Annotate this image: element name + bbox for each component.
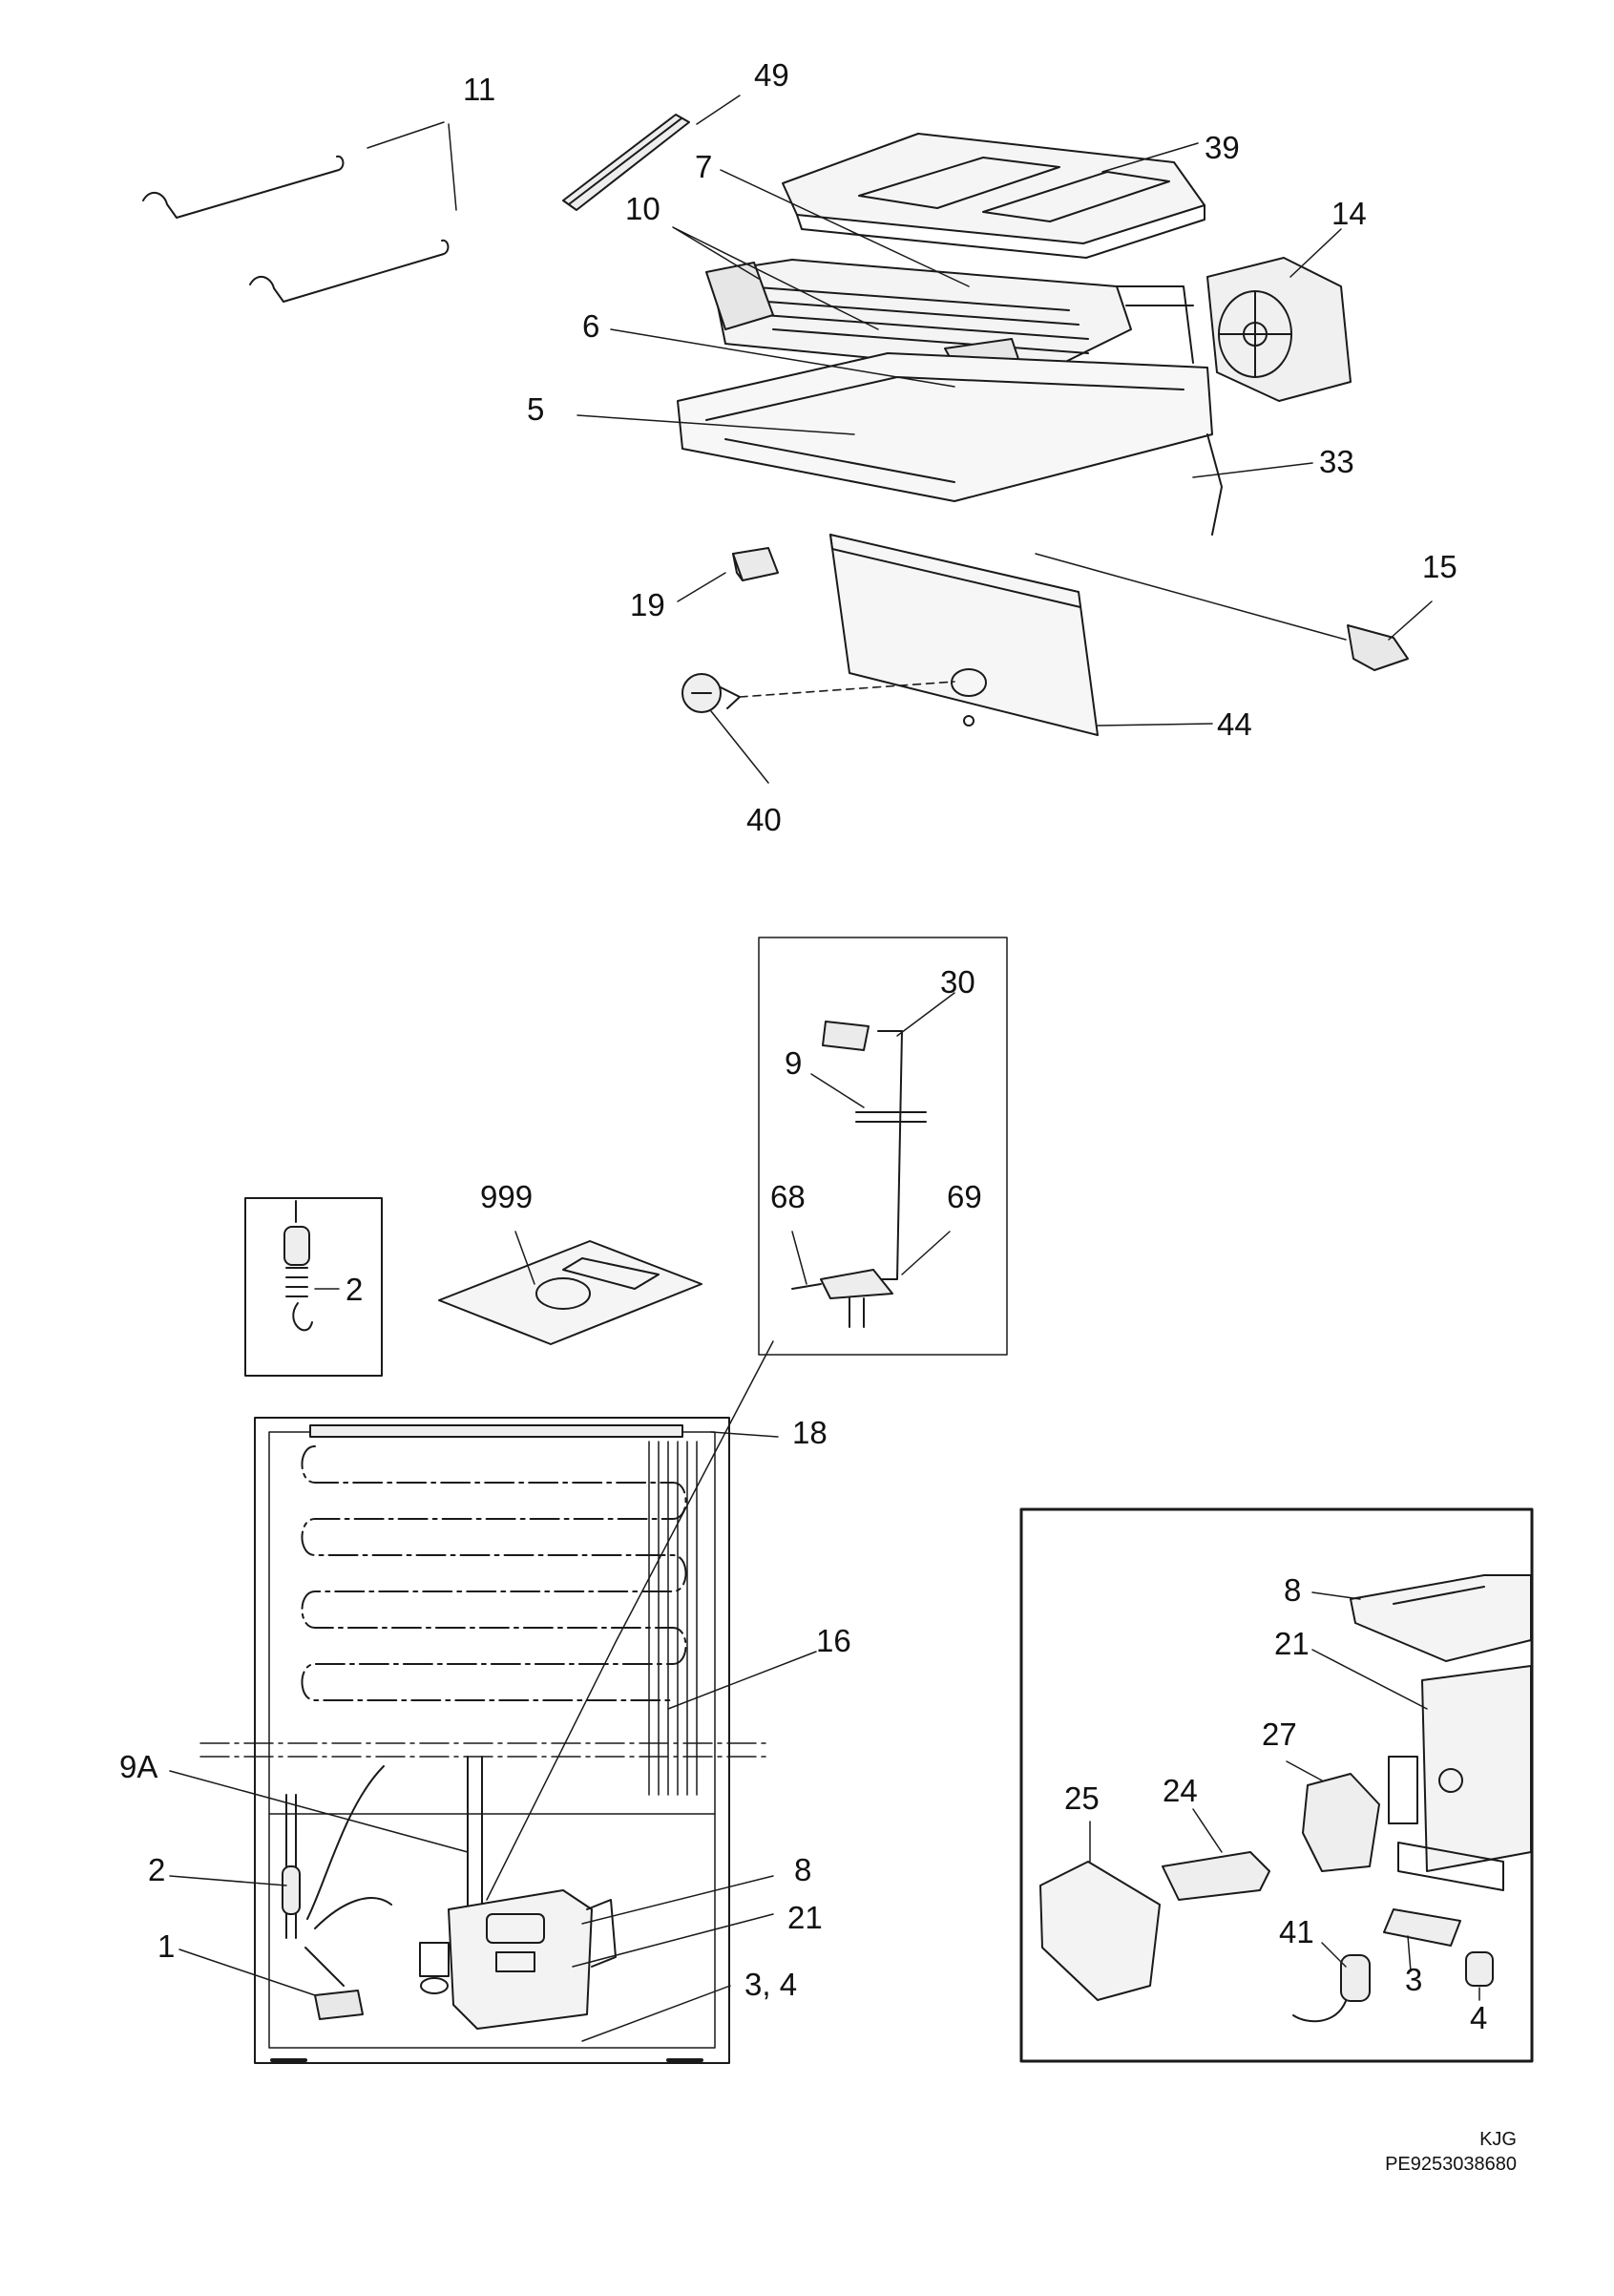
callout-9: 9 — [785, 1045, 802, 1081]
callout-11: 11 — [463, 72, 495, 107]
fan-motor-housing — [1206, 257, 1352, 402]
callout-10: 10 — [625, 191, 660, 226]
callout-8: 8 — [794, 1852, 811, 1887]
callout-30: 30 — [940, 964, 975, 1000]
drawing-code: KJG — [1479, 2129, 1517, 2150]
part-number: PE9253038680 — [1385, 2154, 1517, 2175]
refrigerator-cabinet-back — [199, 1417, 769, 2064]
inset-callout-4: 4 — [1470, 2000, 1487, 2035]
callout-9A: 9A — [119, 1749, 157, 1784]
thermostat-knob — [681, 673, 741, 713]
thermostat-inset-frame — [244, 1197, 383, 1377]
inset-callout-8: 8 — [1284, 1572, 1301, 1608]
door-seal-strip — [562, 114, 690, 211]
callout-1: 1 — [157, 1928, 175, 1964]
thermostat-sensor — [283, 1200, 313, 1332]
callout-labels: 11 49 39 7 10 14 6 5 33 15 19 44 40 30 9… — [119, 57, 1487, 2035]
inset-callout-41: 41 — [1279, 1914, 1314, 1949]
callout-6: 6 — [582, 308, 599, 344]
drain-plug-15 — [1347, 624, 1409, 671]
callout-7: 7 — [695, 149, 712, 184]
start-relay — [1302, 1773, 1380, 1872]
callout-21: 21 — [787, 1900, 823, 1935]
callout-16: 16 — [816, 1623, 851, 1658]
inset-drip-tray — [1350, 1574, 1532, 1662]
callout-3-4: 3, 4 — [744, 1967, 797, 2002]
callout-33: 33 — [1319, 444, 1354, 479]
callout-69: 69 — [947, 1179, 982, 1214]
mounting-clip — [1383, 1908, 1461, 1947]
relay-terminal-cover — [1039, 1861, 1161, 2001]
callout-68: 68 — [770, 1179, 806, 1214]
grommet — [1465, 1951, 1494, 1987]
callout-15: 15 — [1422, 549, 1457, 584]
knob-dashed-guide — [739, 681, 955, 698]
callout-5: 5 — [527, 391, 544, 427]
inset-callout-3: 3 — [1405, 1962, 1422, 1997]
capacitor — [1292, 1954, 1371, 2023]
callout-49: 49 — [754, 57, 789, 93]
callout-14: 14 — [1331, 196, 1367, 231]
shelf-wires — [142, 155, 450, 303]
thermostat-and-wiring — [282, 1765, 392, 2020]
callout-18: 18 — [792, 1415, 828, 1450]
inset-callout-25: 25 — [1064, 1780, 1100, 1816]
inset-callout-27: 27 — [1262, 1717, 1297, 1752]
callout-999: 999 — [480, 1179, 533, 1214]
callout-19: 19 — [630, 587, 665, 622]
drain-tube-assembly — [791, 1021, 927, 1328]
inset-compressor — [1388, 1665, 1532, 1891]
inset-callout-21: 21 — [1274, 1626, 1310, 1661]
leader-lines — [169, 95, 1480, 2042]
instruction-manual-booklet — [438, 1240, 702, 1345]
lamp-cover — [732, 547, 779, 581]
compressor-assembly — [419, 1889, 617, 2030]
evaporator-drip-tray — [677, 352, 1223, 536]
drain-tube-inset-frame — [758, 937, 1008, 1356]
callout-40: 40 — [746, 802, 782, 837]
callout-39: 39 — [1205, 130, 1240, 165]
callout-2: 2 — [148, 1852, 165, 1887]
freezer-cover-tray — [782, 133, 1205, 259]
overload-protector — [1162, 1851, 1270, 1901]
evaporator-door-panel — [829, 534, 1099, 736]
callout-2-inset: 2 — [346, 1272, 363, 1307]
callout-44: 44 — [1217, 706, 1252, 742]
inset-callout-24: 24 — [1163, 1773, 1198, 1808]
